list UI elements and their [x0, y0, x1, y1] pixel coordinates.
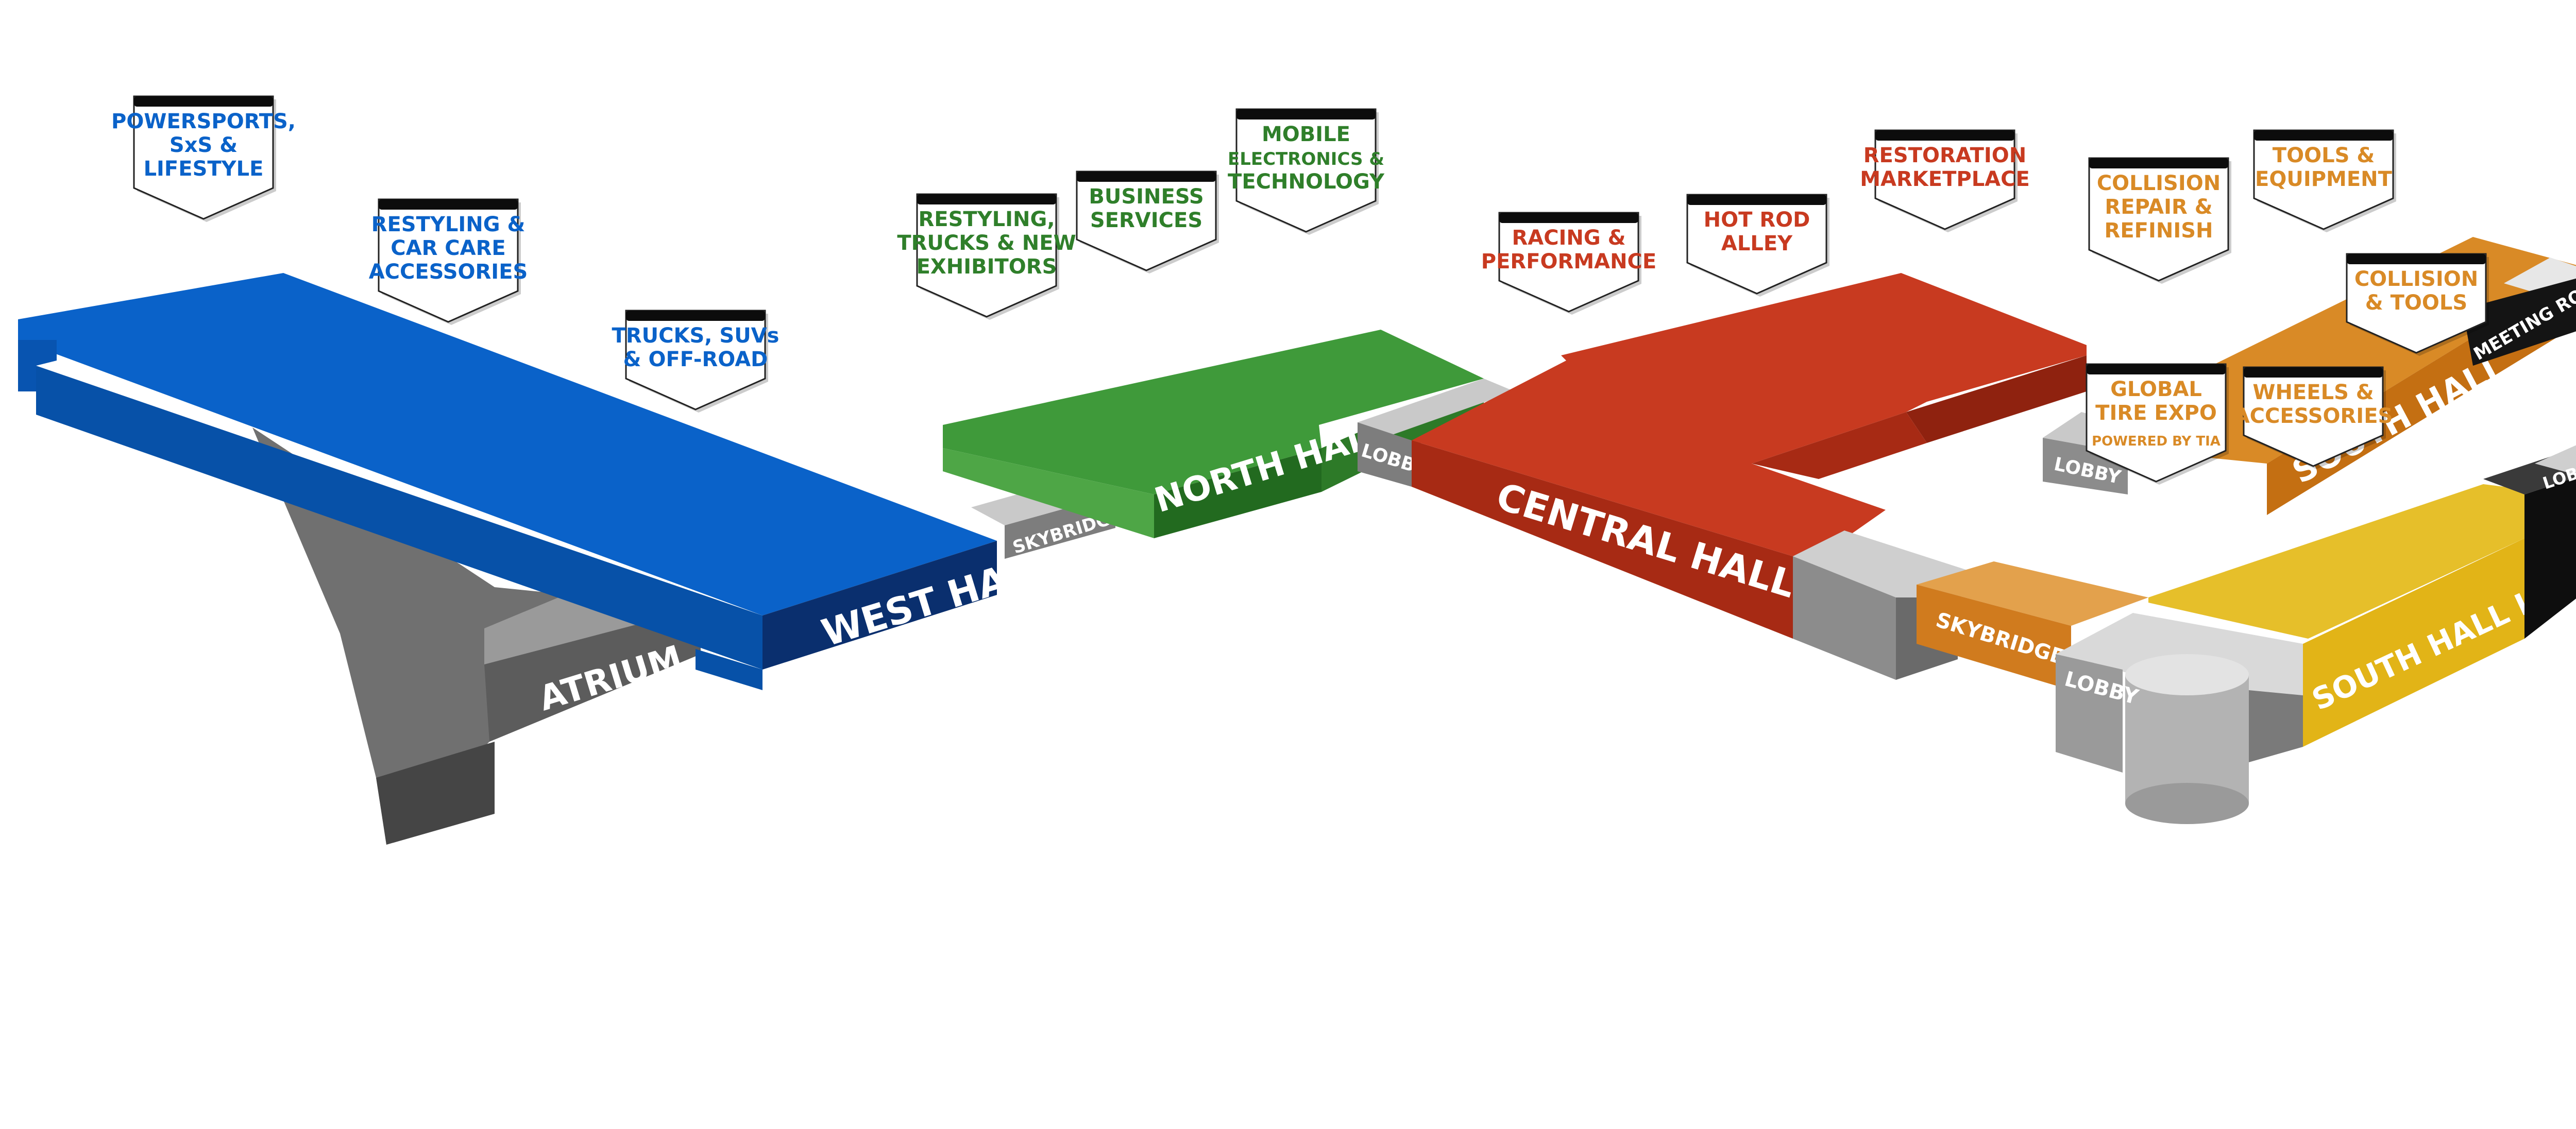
pin-label-line: ACCESSORIES	[369, 260, 528, 284]
pin-header	[2089, 158, 2228, 168]
skybridge-south-top	[1917, 561, 2148, 626]
west-hall-front	[36, 366, 762, 670]
west-hall-area[interactable]: ATRIUM WEST HALL	[18, 273, 1057, 845]
lower-lobby-side	[2249, 690, 2303, 762]
pin-label-line: TIRE EXPO	[2095, 401, 2217, 425]
north-hall-front	[1154, 448, 1321, 538]
west-hall-top	[18, 273, 997, 615]
west-hall-end	[762, 541, 997, 670]
section-pin[interactable]: POWERSPORTS,SxS &LIFESTYLE	[111, 95, 296, 222]
pin-label-line: EXHIBITORS	[917, 255, 1057, 279]
pin-header	[2244, 367, 2383, 378]
pin-label-line: CAR CARE	[391, 236, 505, 260]
pin-label-line: ELECTRONICS &	[1228, 149, 1384, 169]
pin-header	[626, 311, 765, 321]
pin-header	[1499, 213, 1638, 223]
section-pin[interactable]: MOBILE ELECTRONICS &TECHNOLOGY	[1228, 108, 1385, 235]
pin-label-line: TECHNOLOGY	[1228, 170, 1385, 194]
pin-label-line: & OFF-ROAD	[623, 348, 768, 371]
central-hall-right	[1906, 355, 2087, 443]
section-pin[interactable]: RACING &PERFORMANCE	[1481, 212, 1657, 315]
pin-label-line: POWERSPORTS,	[111, 110, 296, 133]
pin-label-line: MARKETPLACE	[1860, 167, 2030, 191]
pin-header	[379, 199, 518, 210]
lobby-cylinder	[2125, 675, 2249, 803]
pin-label-line: LIFESTYLE	[144, 157, 264, 181]
meeting-rooms-front	[2463, 278, 2576, 366]
pin-label-line: WHEELS &	[2252, 381, 2374, 404]
south-lower-front	[2303, 538, 2524, 747]
pin-label-line: PERFORMANCE	[1481, 250, 1657, 273]
pin-header	[1687, 195, 1826, 205]
atrium-wedge	[252, 427, 701, 845]
pin-label-line: SxS &	[170, 133, 238, 157]
pin-label-line: REPAIR &	[2105, 195, 2212, 219]
pin-label-line: RACING &	[1512, 226, 1625, 250]
pin-header	[2347, 254, 2486, 264]
pin-label-line: COLLISION	[2354, 267, 2478, 291]
pin-label-line: ALLEY	[1721, 232, 1793, 255]
pin-label-line: TOOLS &	[2273, 144, 2375, 167]
skybridge-south-front	[1917, 585, 2071, 690]
atrium-side-dark	[376, 742, 495, 845]
south-lower-top	[2148, 484, 2524, 639]
black-block-front	[2524, 477, 2576, 639]
pin-label-line: GLOBAL	[2110, 378, 2202, 401]
lobby-cylinder-top	[2125, 654, 2249, 695]
pin-label-line: HOT ROD	[1704, 208, 1810, 232]
north-hall-area[interactable]: NORTH HALL	[943, 330, 1484, 538]
pin-label-line: MOBILE	[1262, 123, 1350, 146]
pin-header	[134, 96, 273, 107]
east-lobby-top	[2535, 445, 2576, 475]
pin-header	[917, 194, 1056, 204]
pin-header	[2254, 130, 2393, 141]
section-pin[interactable]: TRUCKS, SUVs& OFF-ROAD	[612, 310, 779, 413]
section-pin[interactable]: TOOLS &EQUIPMENT	[2253, 129, 2396, 232]
north-hall-left-face	[943, 448, 1154, 538]
pin-label-line: & TOOLS	[2365, 291, 2467, 315]
pin-label-line: ACCESSORIES	[2234, 404, 2393, 428]
pin-label-line: EQUIPMENT	[2255, 167, 2393, 191]
pin-label-line: TRUCKS, SUVs	[612, 324, 779, 348]
pin-header	[2087, 364, 2226, 374]
pin-label-line: COLLISION	[2097, 172, 2221, 195]
pin-label-line: SERVICES	[1090, 209, 1202, 232]
section-pin[interactable]: WHEELS &ACCESSORIES	[2234, 366, 2393, 469]
lobby-top	[1358, 379, 1515, 435]
pin-label-line: RESTORATION	[1863, 144, 2027, 167]
pin-label-line: RESTYLING,	[918, 208, 1055, 231]
central-hall-area[interactable]: CENTRAL HALL	[1412, 273, 2087, 680]
pin-header	[1875, 130, 2014, 141]
lower-lobby-front	[2056, 654, 2123, 773]
pin-label-line: TRUCKS & NEW	[897, 231, 1076, 255]
lobby-front	[1358, 422, 1412, 487]
central-hall-top	[1412, 273, 2087, 556]
atrium-front	[484, 608, 701, 742]
central-hall-inner	[1752, 412, 1927, 479]
pin-header	[1077, 172, 1216, 182]
south-lower-lobby[interactable]: LOBBY	[2056, 613, 2303, 824]
central-gray-front	[1793, 556, 1896, 680]
pin-label-line: BUSINESS	[1089, 185, 1204, 209]
central-hall-front	[1412, 440, 1793, 639]
pin-label-line: REFINISH	[2105, 219, 2213, 243]
section-markers: POWERSPORTS,SxS &LIFESTYLE RESTYLING &CA…	[111, 95, 2489, 485]
pin-label-line: RESTYLING &	[371, 213, 526, 236]
west-hall-end-bottom	[696, 649, 762, 690]
lobby-cylinder-bottom	[2125, 783, 2249, 824]
north-hall-top	[943, 330, 1484, 494]
west-hall-notch	[18, 340, 57, 391]
pin-sublabel: POWERED BY TIA	[2092, 434, 2221, 449]
pin-header	[1236, 109, 1376, 119]
section-pin[interactable]: COLLISION& TOOLS	[2346, 253, 2489, 356]
